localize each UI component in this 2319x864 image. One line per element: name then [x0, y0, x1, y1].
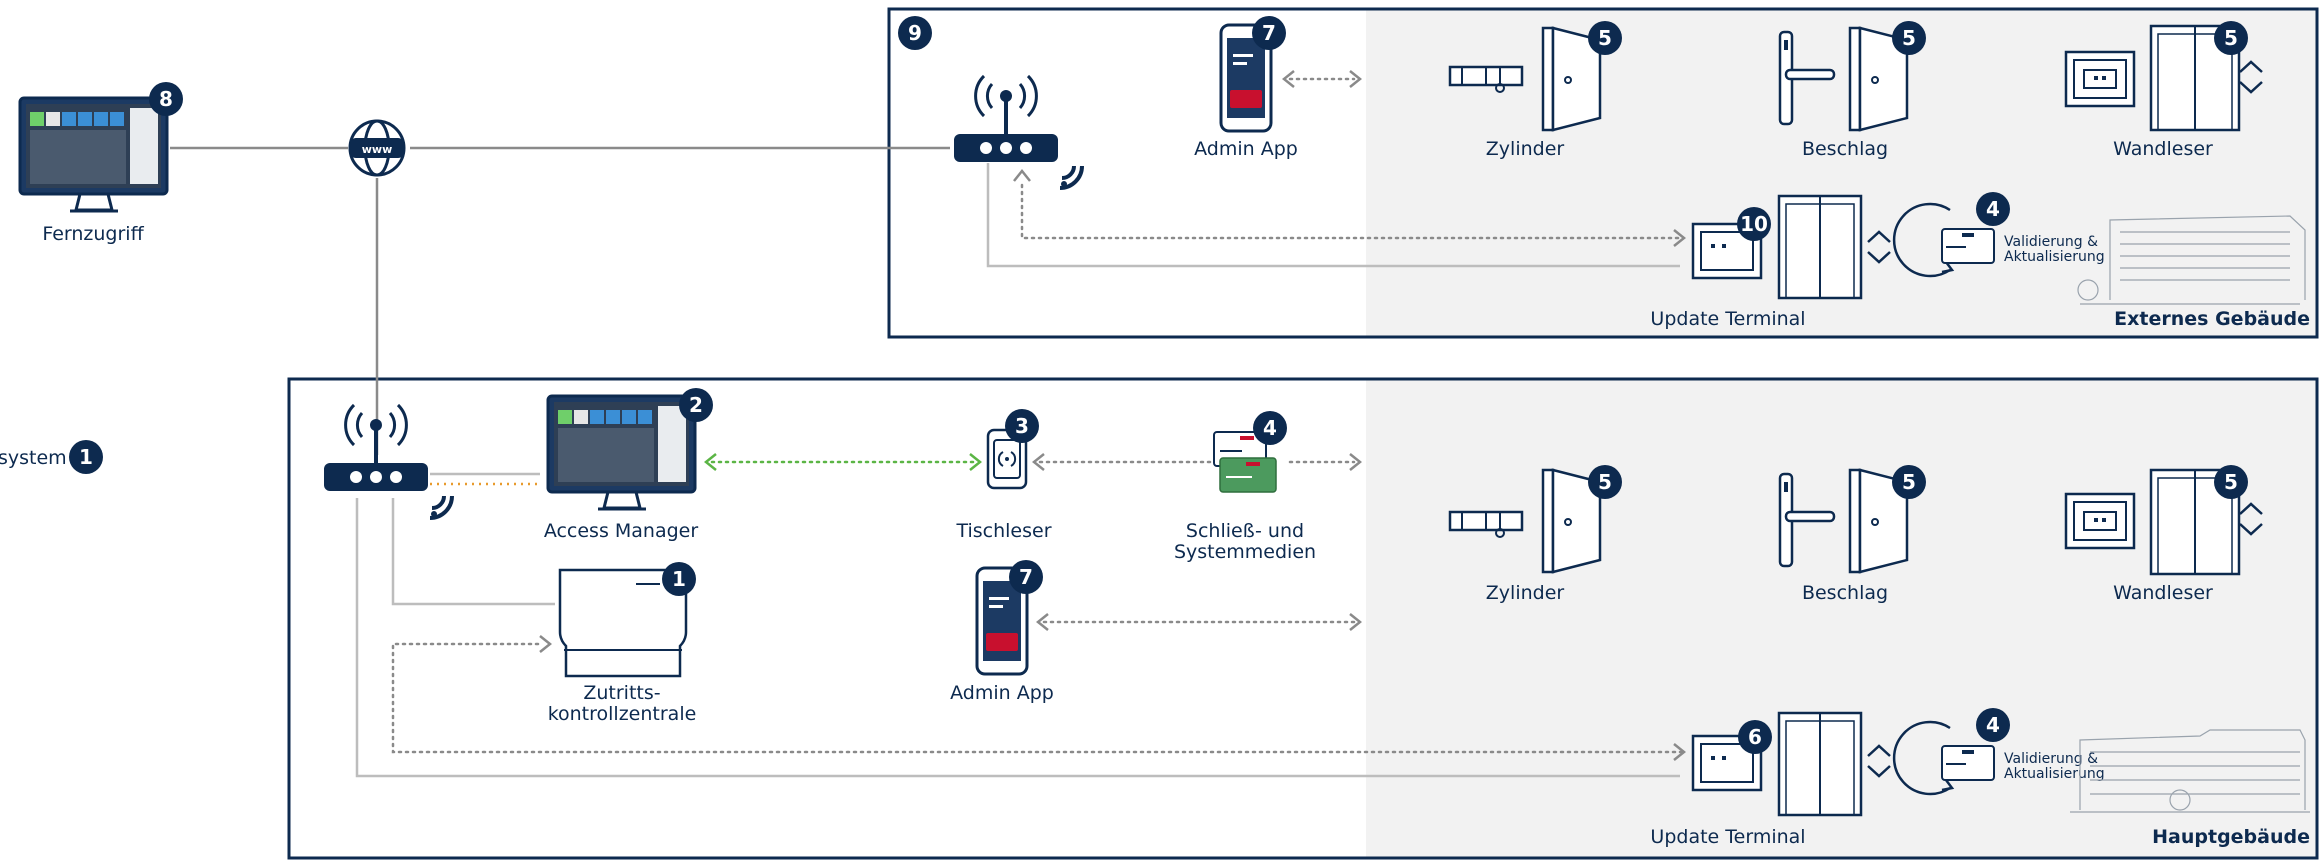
badge-9: 9	[898, 16, 932, 50]
fernzugriff-label: Fernzugriff	[42, 223, 144, 245]
validation-bottom-label-1: Validierung &	[2004, 751, 2098, 767]
svg-text:9: 9	[908, 21, 922, 45]
tischleser-label: Tischleser	[955, 520, 1051, 542]
svg-text:5: 5	[1598, 26, 1612, 50]
admin-app-bottom-phone-icon	[975, 566, 1029, 676]
media-label-2: Systemmedien	[1174, 541, 1316, 563]
update-terminal-bottom-label: Update Terminal	[1650, 826, 1805, 848]
beschlag-top-icon	[1778, 26, 1909, 132]
wandleser-top-label: Wandleser	[2113, 138, 2213, 160]
svg-text:4: 4	[1986, 197, 2000, 221]
admin-app-bottom-label: Admin App	[950, 682, 1054, 704]
svg-text:7: 7	[1262, 21, 1276, 45]
svg-text:4: 4	[1263, 416, 1277, 440]
svg-text:8: 8	[159, 87, 173, 111]
update-terminal-top-label: Update Terminal	[1650, 308, 1805, 330]
badge-5-zyl-bottom: 5	[1588, 465, 1622, 499]
svg-text:10: 10	[1740, 212, 1768, 236]
badge-6: 6	[1738, 720, 1772, 754]
svg-text:1: 1	[672, 567, 686, 591]
badge-5-wand-bottom: 5	[2214, 465, 2248, 499]
badge-4-valid-bottom: 4	[1976, 708, 2010, 742]
svg-text:1: 1	[79, 445, 93, 469]
access-manager-monitor-icon	[546, 394, 697, 511]
main-router-icon	[324, 403, 454, 520]
zylinder-bottom-icon	[1448, 468, 1602, 574]
validation-top-icon	[1892, 202, 1995, 278]
access-manager-label: Access Manager	[544, 520, 699, 542]
svg-text:6: 6	[1748, 725, 1762, 749]
access-control-label-2: kontrollzentrale	[548, 703, 697, 725]
internet-globe-icon: www	[348, 119, 406, 177]
update-terminal-top-icon	[1691, 194, 1891, 300]
badge-4-media: 4	[1253, 411, 1287, 445]
external-router-icon	[954, 74, 1084, 190]
svg-text:3: 3	[1015, 414, 1029, 438]
access-control-label-1: Zutritts-	[583, 682, 660, 704]
zylinder-bottom-label: Zylinder	[1486, 582, 1565, 604]
beschlag-bottom-icon	[1778, 468, 1909, 574]
badge-1-zentrale: 1	[662, 562, 696, 596]
badge-5-wand-top: 5	[2214, 21, 2248, 55]
access-control-center-icon	[558, 568, 688, 678]
main-building-sketch-icon	[2070, 729, 2310, 813]
beschlag-bottom-label: Beschlag	[1802, 582, 1888, 604]
svg-text:5: 5	[1902, 26, 1916, 50]
svg-text:4: 4	[1986, 713, 2000, 737]
badge-1-left: 1	[69, 440, 103, 474]
badge-8: 8	[149, 82, 183, 116]
badge-5-zyl-top: 5	[1588, 21, 1622, 55]
remote-monitor-icon	[18, 96, 169, 213]
svg-text:5: 5	[1902, 470, 1916, 494]
admin-app-top-label: Admin App	[1194, 138, 1298, 160]
badge-10: 10	[1737, 207, 1771, 241]
svg-text:5: 5	[1598, 470, 1612, 494]
badge-3: 3	[1005, 409, 1039, 443]
badge-2: 2	[679, 388, 713, 422]
svg-text:2: 2	[689, 393, 703, 417]
svg-text:5: 5	[2224, 470, 2238, 494]
svg-text:5: 5	[2224, 26, 2238, 50]
admin-app-top-phone-icon	[1219, 23, 1273, 133]
badge-5-besch-top: 5	[1892, 21, 1926, 55]
validation-top-label-2: Aktualisierung	[2004, 249, 2105, 265]
tischleser-icon	[986, 428, 1028, 490]
zylinder-top-icon	[1448, 26, 1602, 132]
connection-lines	[170, 70, 1687, 778]
beschlag-top-label: Beschlag	[1802, 138, 1888, 160]
validation-top-label-1: Validierung &	[2004, 234, 2098, 250]
media-label-1: Schließ- und	[1186, 520, 1304, 542]
svg-text:7: 7	[1019, 565, 1033, 589]
zylinder-top-label: Zylinder	[1486, 138, 1565, 160]
external-building-label: Externes Gebäude	[2114, 308, 2310, 330]
system-label: system	[0, 447, 67, 469]
validation-bottom-label-2: Aktualisierung	[2004, 766, 2105, 782]
system-media-cards-icon	[1213, 431, 1277, 493]
wandleser-bottom-icon	[2064, 468, 2263, 576]
wandleser-bottom-label: Wandleser	[2113, 582, 2213, 604]
validation-bottom-icon	[1892, 720, 1995, 796]
svg-text:www: www	[362, 143, 393, 156]
main-building-label: Hauptgebäude	[2152, 826, 2310, 848]
external-building-sketch-icon	[2077, 215, 2306, 305]
badge-7-top: 7	[1252, 16, 1286, 50]
badge-5-besch-bottom: 5	[1892, 465, 1926, 499]
update-terminal-bottom-icon	[1691, 711, 1891, 817]
badge-4-valid-top: 4	[1976, 192, 2010, 226]
badge-7-bottom: 7	[1009, 560, 1043, 594]
